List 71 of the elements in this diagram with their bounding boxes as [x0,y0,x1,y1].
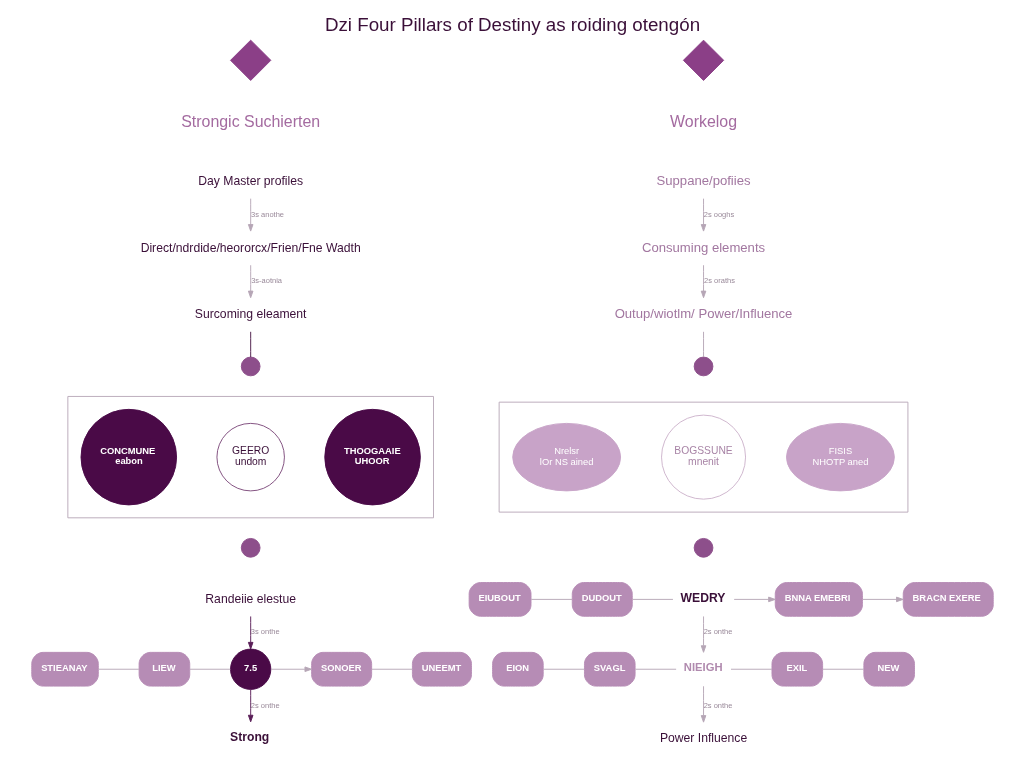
arrow [247,198,253,232]
edge-label: 3s-aotnia [250,276,282,286]
arrow [247,689,253,723]
node-box: EIUBOUT [468,582,531,617]
arrow [700,198,706,232]
node-ellipse: FISIS NHOTP aned [785,422,895,492]
node-text: Outup/wiotlm/ Power/Influence [614,306,792,322]
node-circle: THOOGAAIE UHOOR [323,408,421,506]
node-box: SONOER [310,651,372,687]
node-circle [693,538,713,558]
node-box: LIEW [138,651,190,687]
cluster [498,401,908,513]
node-text: NIEIGH [683,661,723,674]
arrow [700,685,706,723]
edge-label: 2s ooghs [703,209,734,219]
node-text: Surcoming eleament [194,307,306,322]
node-box: NEW [862,651,915,687]
node-box: SVAGL [583,651,636,687]
cluster [66,395,434,519]
node-box: UNEEMT [411,651,472,687]
connector [370,668,413,670]
connector [702,331,704,358]
arrow [733,596,776,603]
connector [249,331,251,358]
label: Workelog [669,112,737,130]
connector [634,668,677,670]
edge-label: 3s anothe [250,209,284,219]
node-circle [240,538,261,558]
node-text: Suppane/pofiies [656,173,751,189]
arrow [700,264,706,299]
connector [542,668,585,670]
node-circle [240,356,261,377]
connector [530,598,572,600]
edge-label: 3s onthe [250,627,280,637]
node-text: WEDRY [680,590,725,605]
node-box: EXIL [771,651,823,687]
connector [730,668,772,670]
node-circle: GEERO undom [215,422,285,492]
arrow [861,596,904,603]
connector [97,668,139,670]
node-circle: 7.5 [229,648,271,690]
node-text: Direct/ndrdide/heororcx/Frien/Fne Wadth [140,240,361,255]
node-circle: CONCMUNE eabon [80,408,177,506]
connector [821,668,864,670]
label: Strongic Suchierten [180,112,320,130]
node-text: Strong [229,730,269,745]
node-diamond [229,39,271,81]
node-text: Consuming elements [641,239,765,255]
connector [189,668,231,670]
connector [631,598,673,600]
arrow [247,615,253,650]
node-ellipse: Nrelsr lOr NS ained [511,422,621,492]
node-box: BNNA EMEBRI [774,582,863,617]
edge-label: 2s oraths [703,276,735,286]
arrow [247,264,253,299]
node-text: Day Master profiles [197,173,303,188]
diagram-title: Dzi Four Pillars of Destiny as roiding otengón [324,13,700,35]
node-circle [693,356,713,377]
node-text: Power Influence [659,731,747,746]
node-box: EION [491,651,544,687]
node-circle: BOGSSUNE mnenit [660,414,746,500]
edge-label: 2s onthe [250,700,280,710]
arrow [269,666,312,672]
arrow [700,615,706,653]
node-box: STIEANAY [30,651,99,687]
node-diamond [682,39,724,81]
node-box: DUDOUT [571,582,633,617]
edge-label: 2s onthe [703,627,732,637]
edge-label: 2s onthe [703,700,732,710]
node-box: BRACN EXERE [902,582,994,617]
node-text: Randeiie elestue [204,591,296,606]
